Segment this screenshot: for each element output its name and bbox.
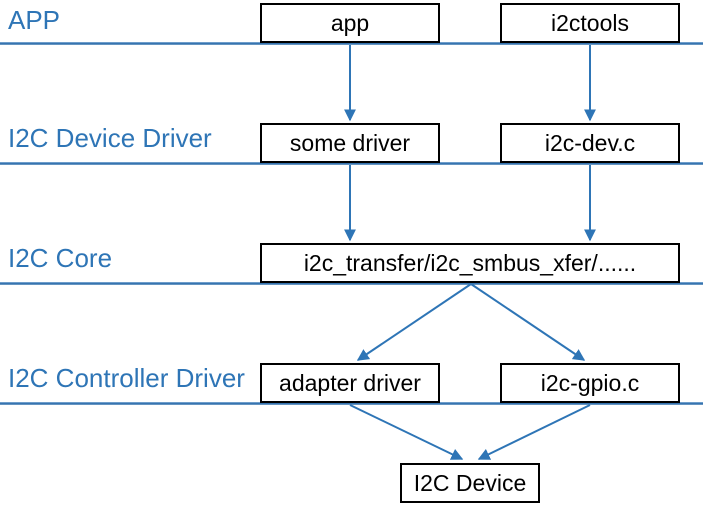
arrow-adapter-driver-to-i2c-device: [349, 404, 464, 460]
layer-divider-core: [0, 282, 703, 285]
arrow-core-to-i2c-gpio: [470, 283, 586, 361]
layer-divider-device-driver: [0, 162, 703, 165]
box-adapter-driver: adapter driver: [260, 363, 440, 403]
layer-label-device-driver: I2C Device Driver: [8, 123, 212, 153]
layer-divider-app: [0, 42, 703, 45]
box-app: app: [260, 3, 440, 43]
box-i2c-gpio: i2c-gpio.c: [500, 363, 680, 403]
box-i2ctools: i2ctools: [500, 3, 680, 43]
arrow-core-to-adapter-driver: [356, 283, 472, 361]
layer-label-controller-driver: I2C Controller Driver: [8, 363, 245, 393]
layer-label-app: APP: [8, 5, 61, 35]
box-i2c-device: I2C Device: [400, 463, 540, 503]
layer-label-core: I2C Core: [8, 243, 113, 273]
layer-divider-controller-driver: [0, 402, 703, 405]
box-some-driver: some driver: [260, 123, 440, 163]
arrow-i2c-gpio-to-i2c-device: [477, 404, 591, 460]
box-i2c-dev: i2c-dev.c: [500, 123, 680, 163]
box-i2c-core-xfer: i2c_transfer/i2c_smbus_xfer/......: [260, 243, 680, 283]
